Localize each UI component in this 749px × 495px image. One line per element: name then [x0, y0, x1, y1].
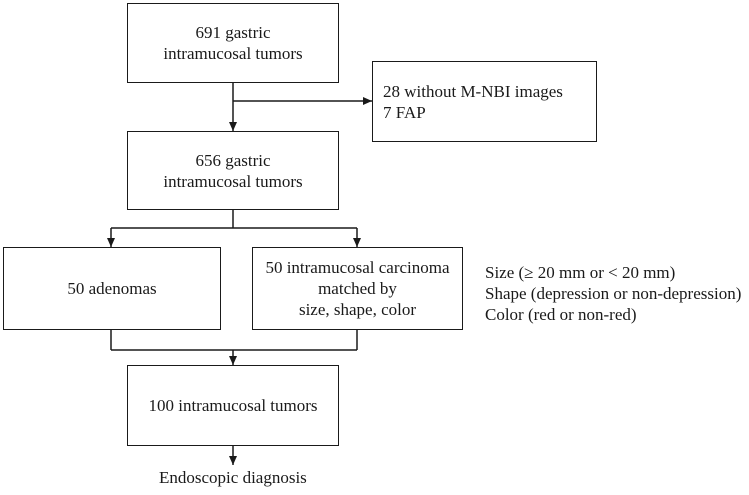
- carcinoma-line-2: matched by: [318, 279, 397, 298]
- outcome-label: Endoscopic diagnosis: [159, 468, 307, 487]
- adenomas-box: 50 adenomas: [3, 247, 221, 330]
- initial-tumors-box: 691 gastric intramucosal tumors: [127, 3, 339, 83]
- after-exclusion-line-1: 656 gastric: [195, 150, 271, 170]
- initial-tumors-line-1: 691 gastric: [195, 23, 271, 42]
- matching-criterion-shape: Shape (depression or non-depression): [485, 284, 742, 303]
- exclusion-box: 28 without M-NBI images 7 FAP: [372, 61, 597, 142]
- exclusion-line-2: 7 FAP: [383, 102, 426, 122]
- adenomas-line-1: 50 adenomas: [67, 279, 157, 298]
- matching-criterion-size: Size (≥ 20 mm or < 20 mm): [485, 263, 676, 282]
- initial-tumors-line-2: intramucosal tumors: [163, 44, 303, 63]
- after-exclusion-box: 656 gastric intramucosal tumors: [127, 131, 339, 210]
- carcinoma-line-1: 50 intramucosal carcinoma: [265, 258, 450, 277]
- carcinoma-box: 50 intramucosal carcinoma matched by siz…: [252, 247, 463, 330]
- matching-criteria: Size (≥ 20 mm or < 20 mm) Shape (depress…: [485, 262, 741, 325]
- combined-tumors-box: 100 intramucosal tumors: [127, 365, 339, 446]
- exclusion-line-1: 28 without M-NBI images: [383, 81, 563, 101]
- matching-criterion-color: Color (red or non-red): [485, 305, 637, 324]
- carcinoma-line-3: size, shape, color: [298, 300, 417, 319]
- combined-tumors-line-1: 100 intramucosal tumors: [148, 396, 318, 415]
- after-exclusion-line-2: intramucosal tumors: [163, 171, 303, 191]
